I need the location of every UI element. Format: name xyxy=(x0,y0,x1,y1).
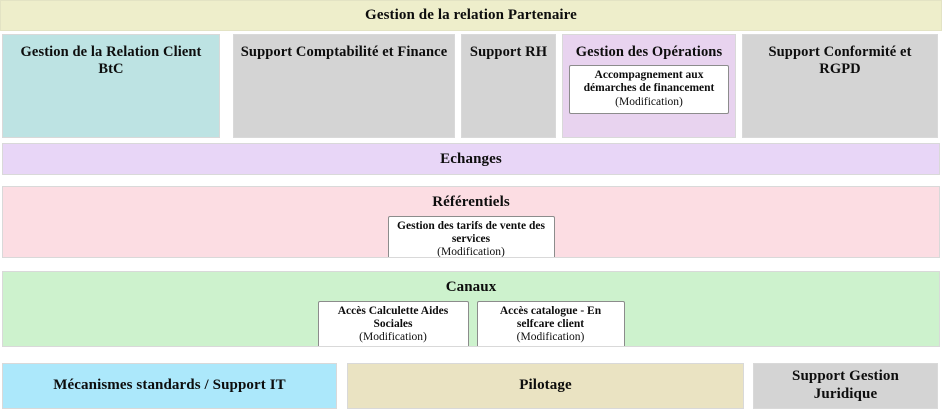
capability-box[interactable]: Accompagnement aux démarches de financem… xyxy=(569,65,729,115)
footer-block[interactable]: Mécanismes standards / Support IT xyxy=(2,363,337,409)
band-title: Référentiels xyxy=(432,194,510,210)
domain-title: Gestion des Opérations xyxy=(575,44,723,60)
domain-block[interactable]: Support RH xyxy=(461,34,556,138)
domain-title: Support Comptabilité et Finance xyxy=(240,44,448,60)
domain-block[interactable]: Gestion de la Relation Client BtC xyxy=(2,34,220,138)
band-title: Echanges xyxy=(440,151,502,167)
capability-title: Gestion des tarifs de vente des services xyxy=(397,219,545,246)
capability-row: Accompagnement aux démarches de financem… xyxy=(563,65,735,115)
capability-row: Gestion des tarifs de vente des services… xyxy=(3,215,939,258)
footer-title: Pilotage xyxy=(519,377,572,394)
capability-box[interactable]: Gestion des tarifs de vente des services… xyxy=(387,215,555,258)
capability-box[interactable]: Accès catalogue - En selfcare client(Mod… xyxy=(476,300,625,346)
footer-block[interactable]: Support Gestion Juridique xyxy=(753,363,938,409)
capability-state: (Modification) xyxy=(516,331,585,344)
footer-title: Support Gestion Juridique xyxy=(792,368,899,402)
capability-state: (Modification) xyxy=(437,246,505,258)
capability-box[interactable]: Accès Calculette Aides Sociales(Modifica… xyxy=(317,300,469,346)
banner-title: Gestion de la relation Partenaire xyxy=(365,6,577,23)
capability-state: (Modification) xyxy=(615,95,683,108)
footer-title: Mécanismes standards / Support IT xyxy=(53,377,286,394)
domain-block[interactable]: Support Conformité et RGPD xyxy=(742,34,938,138)
domain-title: Support Conformité et RGPD xyxy=(768,44,912,78)
banner-gestion-relation-partenaire: Gestion de la relation Partenaire xyxy=(0,0,942,31)
domain-title: Support RH xyxy=(469,44,548,60)
band-title: Canaux xyxy=(445,279,497,295)
footer-block[interactable]: Pilotage xyxy=(347,363,744,409)
domain-title: Gestion de la Relation Client BtC xyxy=(20,44,202,78)
capability-title: Accès Calculette Aides Sociales xyxy=(337,304,449,331)
domain-block[interactable]: Support Comptabilité et Finance xyxy=(233,34,455,138)
capability-state: (Modification) xyxy=(359,331,427,344)
capability-row: Accès Calculette Aides Sociales(Modifica… xyxy=(3,300,939,346)
capability-title: Accès catalogue - En selfcare client xyxy=(499,304,602,331)
band-echanges[interactable]: Echanges xyxy=(2,143,940,175)
capability-title: Accompagnement aux démarches de financem… xyxy=(583,69,715,95)
